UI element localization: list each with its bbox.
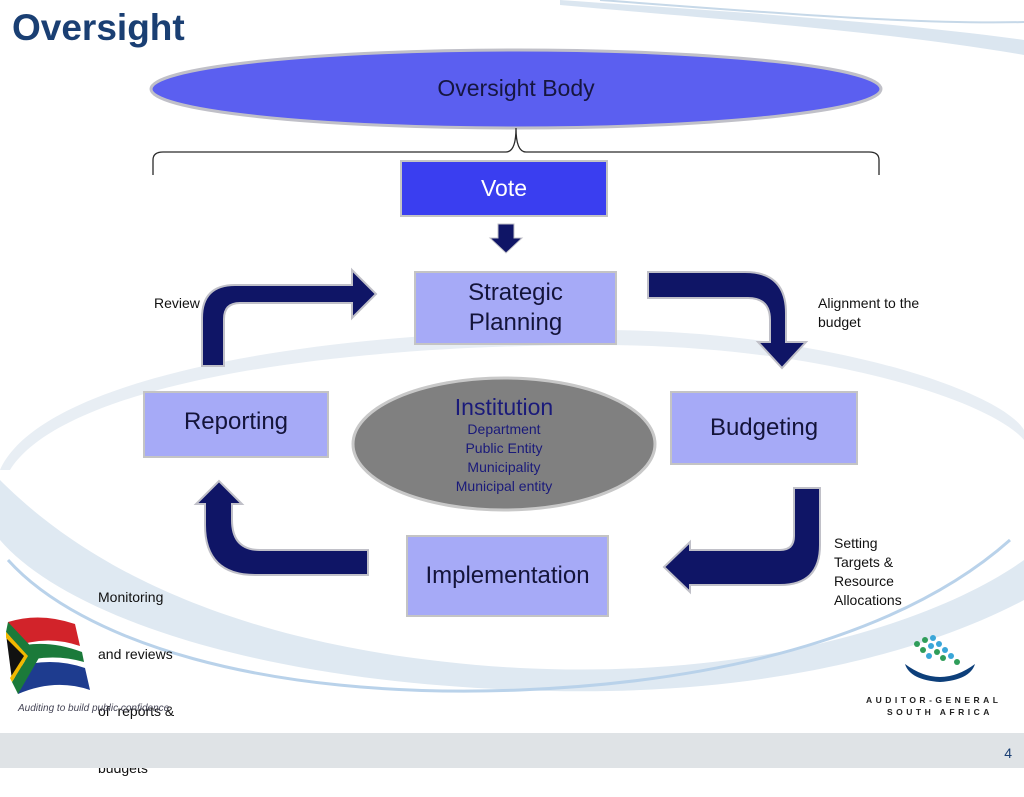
strategic-planning-label-line2: Planning bbox=[468, 309, 563, 336]
reporting-label: Reporting bbox=[183, 407, 289, 435]
oversight-bracket bbox=[152, 127, 880, 175]
implementation-box: Implementation bbox=[406, 535, 609, 617]
monitoring-label-line: and reviews bbox=[98, 646, 173, 662]
institution-item: Municipality bbox=[467, 459, 541, 475]
org-name-line2: SOUTH AFRICA bbox=[887, 707, 993, 717]
tagline: Auditing to build public confidence bbox=[18, 703, 170, 714]
institution-title: Institution bbox=[454, 394, 554, 420]
setting-label-line: Targets & bbox=[834, 554, 894, 570]
budgeting-label: Budgeting bbox=[709, 414, 819, 441]
setting-arrow bbox=[662, 487, 821, 595]
review-arrow bbox=[201, 267, 378, 367]
implementation-label: Implementation bbox=[425, 562, 590, 589]
alignment-label-line: Alignment to the bbox=[818, 295, 920, 311]
alignment-label: Alignment to the budget bbox=[818, 294, 919, 332]
background-swoosh bbox=[0, 0, 1024, 693]
review-label: Review bbox=[154, 295, 200, 311]
vote-down-arrow bbox=[488, 223, 524, 254]
vote-label: Vote bbox=[480, 175, 528, 202]
institution-item: Municipal entity bbox=[455, 478, 553, 494]
slide-title: Oversight bbox=[12, 7, 185, 48]
strategic-planning-box: Strategic Planning bbox=[414, 271, 617, 345]
alignment-label-line: budget bbox=[818, 314, 861, 330]
setting-label-line: Resource bbox=[834, 573, 894, 589]
institution-item: Public Entity bbox=[465, 440, 543, 456]
setting-targets-label: Setting Targets & Resource Allocations bbox=[834, 534, 902, 610]
strategic-planning-label-line1: Strategic bbox=[468, 279, 563, 306]
institution-group: Institution Department Public Entity Mun… bbox=[354, 394, 654, 496]
budgeting-box: Budgeting bbox=[670, 391, 858, 465]
vote-box: Vote bbox=[400, 160, 608, 217]
reporting-box: Reporting bbox=[143, 391, 329, 458]
alignment-arrow bbox=[647, 271, 809, 370]
institution-ellipse bbox=[351, 376, 657, 512]
footer-bar bbox=[0, 733, 1024, 768]
flag-icon bbox=[6, 617, 90, 694]
page-number: 4 bbox=[1004, 745, 1012, 761]
institution-item: Department bbox=[467, 421, 541, 437]
monitoring-arrow bbox=[193, 479, 369, 576]
setting-label-line: Setting bbox=[834, 535, 878, 551]
diagram-shapes bbox=[149, 48, 883, 595]
setting-label-line: Allocations bbox=[834, 592, 902, 608]
oversight-body-label: Oversight Body bbox=[437, 75, 595, 101]
monitoring-label-line: of reports & bbox=[98, 703, 175, 719]
org-name-line1: AUDITOR-GENERAL bbox=[866, 695, 1002, 705]
auditor-general-logo-icon bbox=[905, 635, 975, 682]
monitoring-label-line: Monitoring bbox=[98, 589, 164, 605]
